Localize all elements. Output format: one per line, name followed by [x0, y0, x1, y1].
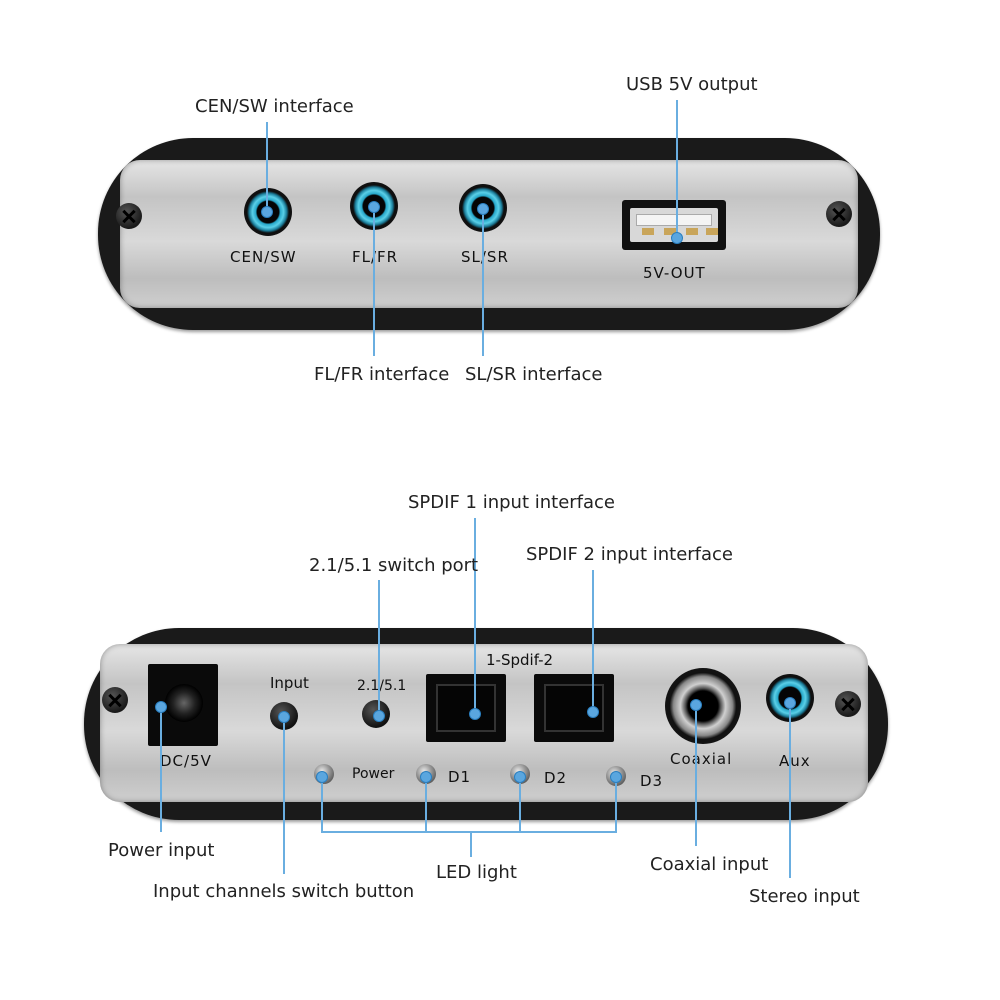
spdif1-callout: SPDIF 1 input interface	[408, 492, 615, 513]
power-input-leader	[160, 706, 162, 832]
sl-sr-callout: SL/SR interface	[465, 364, 603, 385]
dc-power-port[interactable]	[148, 664, 218, 746]
led-dot-d1	[420, 771, 432, 783]
coaxial-input-dot	[690, 699, 702, 711]
d1-led-label: D1	[448, 768, 472, 786]
spdif1-port[interactable]	[426, 674, 506, 742]
usb-leader	[676, 100, 678, 238]
led-leader-stem	[470, 831, 472, 857]
rear-right-screw-icon	[835, 691, 861, 717]
sl-sr-dot	[477, 203, 489, 215]
input-switch-dot	[278, 711, 290, 723]
usb-callout: USB 5V output	[626, 74, 758, 95]
led-bracket	[321, 831, 617, 833]
coaxial-panel-label: Coaxial	[670, 750, 733, 768]
power-input-callout: Power input	[108, 840, 215, 861]
coaxial-input-callout: Coaxial input	[650, 854, 769, 875]
input-switch-leader	[283, 716, 285, 874]
led-dot-power	[316, 771, 328, 783]
cen-sw-dot	[261, 206, 273, 218]
coaxial-input-leader	[695, 704, 697, 846]
led-light-callout: LED light	[436, 862, 517, 883]
cen-sw-leader	[266, 122, 268, 212]
switch-port-dot	[373, 710, 385, 722]
led-leader-d2	[519, 776, 521, 832]
d2-led-label: D2	[544, 769, 568, 787]
spdif-panel-label: 1-Spdif-2	[486, 651, 554, 669]
switch-port-callout: 2.1/5.1 switch port	[309, 555, 479, 576]
d3-led-label: D3	[640, 772, 664, 790]
usb-dot	[671, 232, 683, 244]
spdif2-callout: SPDIF 2 input interface	[526, 544, 733, 565]
front-panel-device	[98, 138, 880, 330]
front-left-screw-icon	[116, 203, 142, 229]
led-leader-d3	[615, 776, 617, 832]
rear-panel-device	[84, 628, 888, 820]
led-leader-d1	[425, 776, 427, 832]
spdif1-leader	[474, 518, 476, 712]
spdif2-dot	[587, 706, 599, 718]
led-dot-d2	[514, 771, 526, 783]
spdif1-dot	[469, 708, 481, 720]
stereo-input-leader	[789, 702, 791, 878]
front-panel-plate	[120, 160, 858, 308]
fl-fr-leader	[373, 206, 375, 356]
sl-sr-panel-label: SL/SR	[461, 248, 509, 266]
spdif2-leader	[592, 570, 594, 710]
usb-panel-label: 5V-OUT	[643, 264, 706, 282]
fl-fr-callout: FL/FR interface	[314, 364, 450, 385]
power-led-label: Power	[352, 766, 395, 782]
fl-fr-panel-label: FL/FR	[352, 248, 399, 266]
input-panel-label: Input	[270, 674, 309, 692]
cen-sw-panel-label: CEN/SW	[230, 248, 297, 266]
stereo-input-dot	[784, 697, 796, 709]
fl-fr-dot	[368, 201, 380, 213]
stereo-input-callout: Stereo input	[749, 886, 860, 907]
spdif2-port[interactable]	[534, 674, 614, 742]
coaxial-port[interactable]	[665, 668, 741, 744]
power-input-dot	[155, 701, 167, 713]
switch-port-leader	[378, 580, 380, 714]
sl-sr-leader	[482, 208, 484, 356]
led-leader-power	[321, 776, 323, 832]
rear-left-screw-icon	[102, 687, 128, 713]
front-right-screw-icon	[826, 201, 852, 227]
input-switch-callout: Input channels switch button	[153, 881, 415, 902]
cen-sw-callout: CEN/SW interface	[195, 96, 354, 117]
led-dot-d3	[610, 771, 622, 783]
dc-panel-label: DC/5V	[160, 752, 212, 770]
aux-panel-label: Aux	[779, 752, 811, 770]
switch-panel-label: 2.1/5.1	[357, 678, 407, 694]
